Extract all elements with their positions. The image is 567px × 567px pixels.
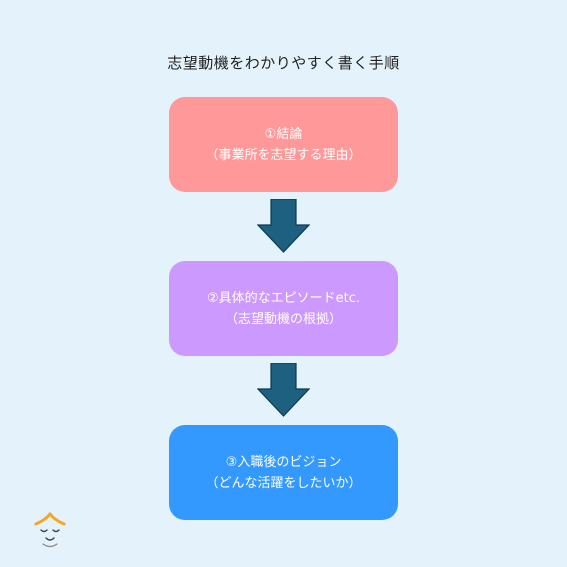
down-arrow-icon — [257, 363, 310, 417]
step-2-heading: ②具体的なエピソードetc. — [206, 290, 361, 306]
step-1-detail: （事業所を志望する理由） — [205, 147, 362, 163]
down-arrow-icon — [257, 199, 310, 253]
mascot-face-icon — [34, 512, 66, 548]
diagram-title: 志望動機をわかりやすく書く手順 — [167, 54, 400, 72]
step-3-box: ③入職後のビジョン （どんな活躍をしたいか） — [169, 425, 398, 520]
step-2-detail: （志望動機の根拠） — [224, 311, 342, 327]
step-1-box: ①結論 （事業所を志望する理由） — [169, 97, 398, 192]
step-2-box: ②具体的なエピソードetc. （志望動機の根拠） — [169, 261, 398, 356]
step-3-heading: ③入職後のビジョン — [225, 454, 342, 470]
step-3-detail: （どんな活躍をしたいか） — [205, 475, 362, 491]
step-1-heading: ①結論 — [264, 126, 303, 142]
